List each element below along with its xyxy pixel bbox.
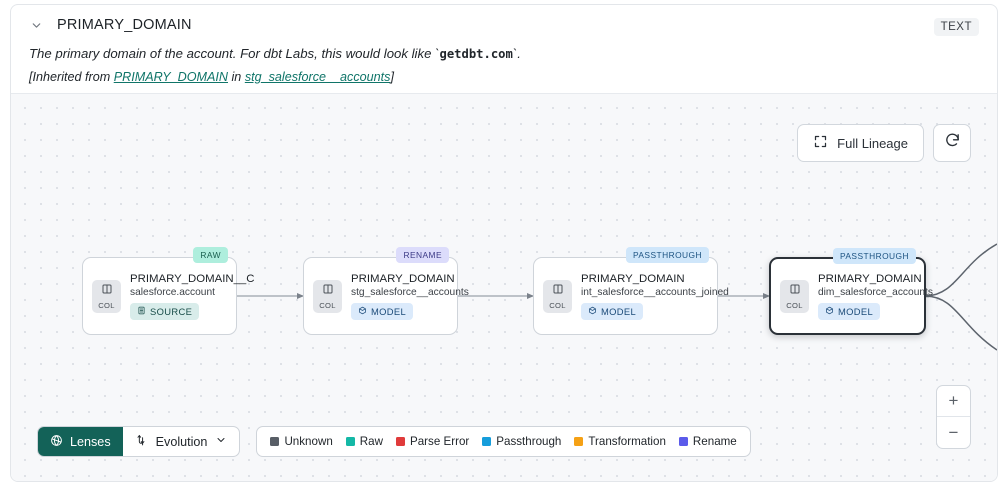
description-text-before: The primary domain of the account. For d…: [29, 46, 440, 61]
legend-swatch: [482, 437, 492, 446]
cube-icon: [358, 306, 367, 317]
node-type-pill: MODEL: [351, 302, 414, 320]
evolution-icon: [135, 434, 148, 450]
column-chip-label: COL: [319, 301, 336, 310]
evolution-dropdown[interactable]: Evolution: [123, 427, 240, 456]
legend-swatch: [345, 437, 355, 446]
column-chip: COL: [543, 279, 572, 313]
full-lineage-label: Full Lineage: [837, 135, 908, 151]
legend-item: Raw: [345, 435, 383, 448]
legend-label: Rename: [692, 435, 737, 448]
cube-icon: [588, 306, 597, 317]
node-table-name: salesforce.account: [130, 286, 215, 298]
legend-swatch: [574, 437, 584, 446]
page-title: PRIMARY_DOMAIN: [57, 17, 192, 33]
canvas-bottom-bar: Lenses Evolution: [37, 426, 751, 457]
node-type-label: MODEL: [838, 305, 874, 317]
column-chip: COL: [313, 279, 342, 313]
node-type-pill: MODEL: [581, 302, 644, 320]
cube-icon: [825, 306, 834, 317]
expand-icon: [813, 134, 828, 152]
node-table-name: dim_salesforce_accounts: [818, 286, 933, 298]
legend-swatch: [270, 437, 280, 446]
full-lineage-button[interactable]: Full Lineage: [797, 124, 924, 162]
legend-label: Parse Error: [409, 435, 470, 448]
inherited-from-note: [Inherited from PRIMARY_DOMAIN in stg_sa…: [29, 70, 979, 84]
node-type-pill: SOURCE: [130, 302, 200, 320]
lenses-label: Lenses: [70, 434, 111, 449]
legend-label: Passthrough: [496, 435, 562, 448]
legend-item: Passthrough: [482, 435, 561, 448]
description-code: getdbt.com: [439, 47, 513, 61]
zoom-in-button[interactable]: +: [937, 386, 970, 417]
node-badge: PASSTHROUGH: [625, 247, 709, 263]
node-column-name: PRIMARY_DOMAIN__C: [130, 272, 255, 285]
column-chip-label: COL: [549, 301, 566, 310]
node-type-label: SOURCE: [150, 305, 193, 317]
inherited-prefix: [Inherited from: [29, 70, 114, 84]
column-description: The primary domain of the account. For d…: [29, 46, 979, 61]
database-icon: [137, 306, 146, 317]
legend-item: Transformation: [574, 435, 666, 448]
legend-label: Transformation: [588, 435, 666, 448]
columns-icon: [789, 282, 801, 300]
node-badge: PASSTHROUGH: [832, 248, 916, 264]
node-column-name: PRIMARY_DOMAIN: [351, 272, 455, 285]
legend-swatch: [678, 437, 688, 446]
lineage-node[interactable]: RENAME COL PRIMARY_DOMAIN stg_salesforce…: [303, 247, 469, 335]
chevron-down-icon[interactable]: [29, 18, 43, 32]
column-type-badge: TEXT: [933, 18, 979, 36]
node-column-name: PRIMARY_DOMAIN: [581, 272, 685, 285]
column-header: PRIMARY_DOMAIN TEXT The primary domain o…: [11, 5, 997, 93]
columns-icon: [552, 282, 564, 300]
zoom-out-button[interactable]: −: [948, 422, 959, 442]
node-table-name: int_salesforce__accounts_joined: [581, 286, 729, 298]
aperture-icon: [50, 434, 63, 450]
legend-item: Parse Error: [395, 435, 470, 448]
refresh-icon: [944, 132, 961, 154]
inherited-suffix: ]: [390, 70, 394, 84]
column-chip-label: COL: [98, 301, 115, 310]
legend-swatch: [395, 437, 405, 446]
lineage-canvas[interactable]: RAW COL PRIMARY_DOMAIN__C salesforce.acc…: [11, 93, 997, 481]
columns-icon: [322, 282, 334, 300]
chevron-down-icon: [215, 434, 227, 449]
legend-label: Unknown: [284, 435, 333, 448]
legend-label: Raw: [359, 435, 383, 448]
node-type-pill: MODEL: [818, 302, 881, 320]
inherited-model-link[interactable]: stg_salesforce__accounts: [244, 70, 391, 84]
node-badge: RENAME: [396, 247, 449, 263]
node-type-label: MODEL: [601, 305, 637, 317]
lineage-node[interactable]: PASSTHROUGH COL PRIMARY_DOMAIN int_sales…: [533, 247, 729, 335]
lenses-evolution-group: Lenses Evolution: [37, 426, 241, 457]
evolution-label: Evolution: [155, 434, 208, 449]
legend-item: Unknown: [270, 435, 333, 448]
lenses-button[interactable]: Lenses: [38, 427, 123, 456]
node-column-name: PRIMARY_DOMAIN: [818, 272, 922, 285]
node-table-name: stg_salesforce__accounts: [351, 286, 469, 298]
inherited-column-link[interactable]: PRIMARY_DOMAIN: [113, 70, 228, 84]
zoom-controls: + −: [936, 385, 971, 449]
legend-item: Rename: [678, 435, 737, 448]
columns-icon: [101, 282, 113, 300]
lineage-node[interactable]: RAW COL PRIMARY_DOMAIN__C salesforce.acc…: [82, 247, 255, 335]
column-chip: COL: [780, 279, 809, 313]
column-chip: COL: [92, 279, 121, 313]
node-badge: RAW: [193, 247, 228, 263]
inherited-joiner: in: [228, 70, 245, 84]
node-type-label: MODEL: [371, 305, 407, 317]
description-text-after: `.: [512, 46, 521, 61]
legend: Unknown Raw Parse Error Passthrough Tran…: [256, 426, 751, 457]
column-lineage-panel: PRIMARY_DOMAIN TEXT The primary domain o…: [10, 4, 998, 482]
column-chip-label: COL: [786, 301, 803, 310]
refresh-button[interactable]: [933, 124, 971, 162]
lineage-node-selected[interactable]: PASSTHROUGH COL PRIMARY_DOMAIN dim_sales…: [769, 248, 933, 335]
canvas-top-controls: Full Lineage: [797, 124, 971, 162]
